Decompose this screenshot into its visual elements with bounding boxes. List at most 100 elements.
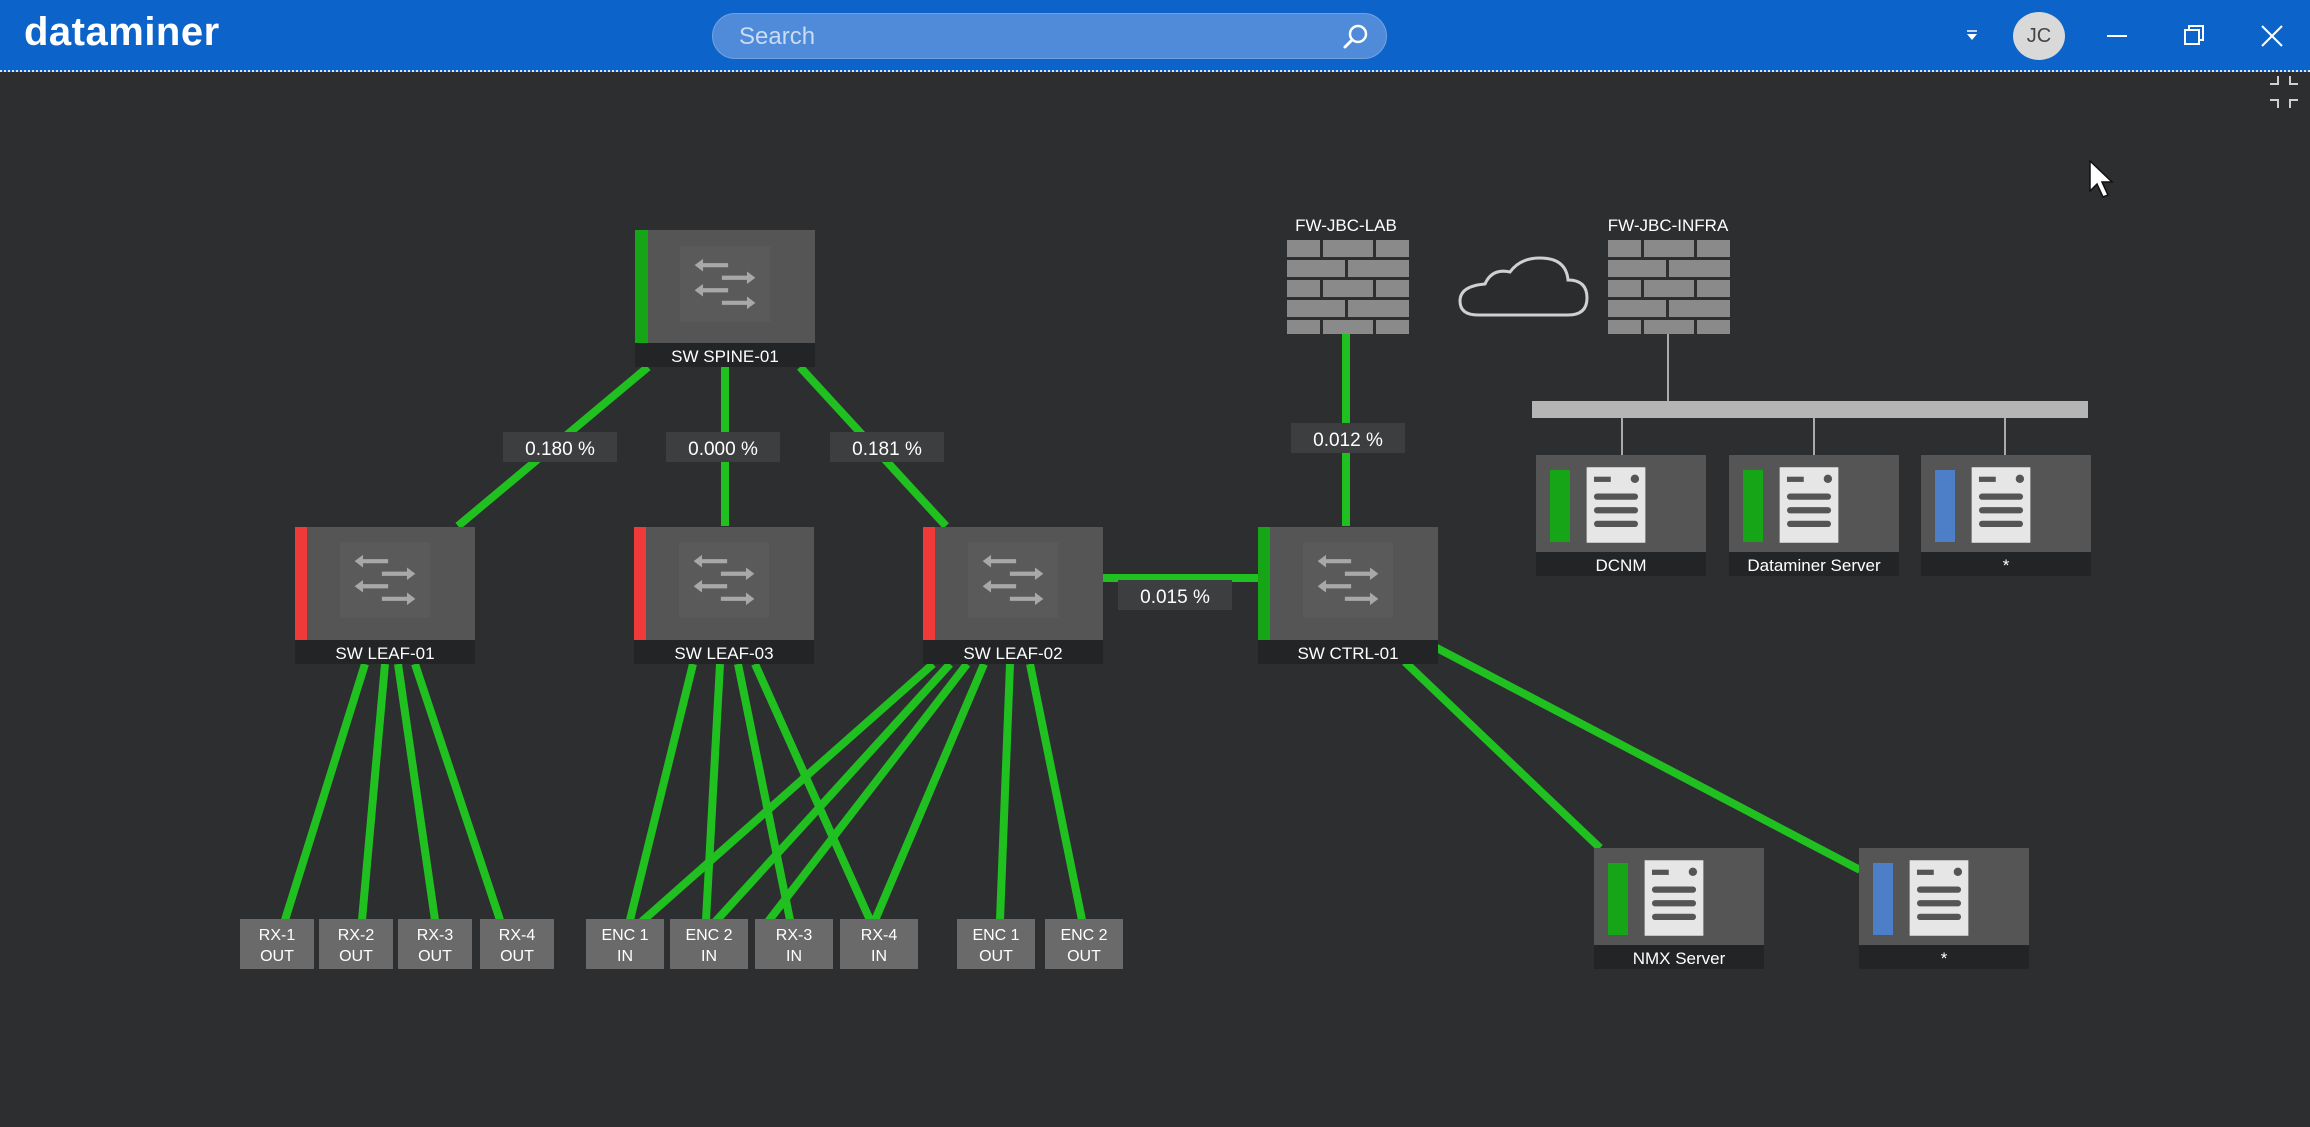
- firewall-fw-jbc-infra[interactable]: FW-JBC-INFRA: [1608, 216, 1730, 334]
- svg-text:IN: IN: [871, 948, 887, 965]
- svg-text:SW CTRL-01: SW CTRL-01: [1297, 644, 1398, 663]
- endpoint-enc-1-in[interactable]: ENC 1 IN: [586, 919, 664, 969]
- svg-text:0.012 %: 0.012 %: [1313, 430, 1383, 451]
- avatar[interactable]: JC: [2013, 12, 2065, 60]
- svg-text:SW SPINE-01: SW SPINE-01: [671, 347, 779, 366]
- network-switch-icon: [340, 542, 430, 618]
- server-star-2[interactable]: *: [1859, 848, 2029, 969]
- svg-text:DCNM: DCNM: [1596, 556, 1647, 575]
- svg-text:FW-JBC-LAB: FW-JBC-LAB: [1295, 216, 1397, 235]
- endpoint-rx-1-out[interactable]: RX-1 OUT: [240, 919, 314, 969]
- svg-text:SW LEAF-02: SW LEAF-02: [963, 644, 1062, 663]
- server-icon: [1580, 462, 1652, 548]
- link-label-leaf02-ctrl01: 0.015 %: [1118, 580, 1232, 610]
- svg-text:RX-4: RX-4: [861, 927, 898, 944]
- app-logo: dataminer: [24, 10, 220, 54]
- status-indicator: [635, 230, 648, 348]
- svg-text:OUT: OUT: [979, 948, 1013, 965]
- link-label-spine-leaf01: 0.180 %: [503, 432, 617, 462]
- server-dcnm[interactable]: DCNM: [1536, 455, 1706, 576]
- svg-text:RX-3: RX-3: [776, 927, 813, 944]
- link-label-fwlab-ctrl01: 0.012 %: [1291, 423, 1405, 453]
- svg-text:SW LEAF-03: SW LEAF-03: [674, 644, 773, 663]
- infra-bus: [1532, 326, 2088, 455]
- server-star-1[interactable]: *: [1921, 455, 2091, 576]
- firewall-fw-jbc-lab[interactable]: FW-JBC-LAB: [1287, 216, 1409, 334]
- endpoint-rx-4-in[interactable]: RX-4 IN: [840, 919, 918, 969]
- cloud-icon: [1458, 256, 1589, 317]
- svg-text:OUT: OUT: [260, 948, 294, 965]
- link-label-spine-leaf03: 0.000 %: [666, 432, 780, 462]
- endpoint-rx-4-out[interactable]: RX-4 OUT: [480, 919, 554, 969]
- endpoint-enc-1-out[interactable]: ENC 1 OUT: [957, 919, 1035, 969]
- status-indicator: [1873, 863, 1893, 935]
- status-indicator: [1608, 863, 1628, 935]
- svg-text:RX-2: RX-2: [338, 927, 375, 944]
- svg-text:RX-4: RX-4: [499, 927, 536, 944]
- endpoint-enc-2-in[interactable]: ENC 2 IN: [670, 919, 748, 969]
- switch-leaf-03[interactable]: SW LEAF-03: [634, 527, 814, 664]
- svg-text:OUT: OUT: [418, 948, 452, 965]
- svg-text:RX-3: RX-3: [417, 927, 454, 944]
- chevron-down-icon[interactable]: [1950, 14, 1994, 58]
- network-switch-icon: [1303, 542, 1393, 618]
- switch-leaf-01[interactable]: SW LEAF-01: [295, 527, 475, 664]
- topology-diagram: 0.180 % 0.000 % 0.181 % 0.015 % 0.012 % …: [240, 76, 2298, 969]
- svg-text:IN: IN: [701, 948, 717, 965]
- svg-text:OUT: OUT: [339, 948, 373, 965]
- title-bar: dataminer JC: [0, 0, 2310, 72]
- status-indicator: [295, 527, 307, 645]
- server-dataminer[interactable]: Dataminer Server: [1729, 455, 1899, 576]
- search-box[interactable]: [712, 13, 1387, 59]
- svg-text:ENC 2: ENC 2: [685, 927, 732, 944]
- endpoint-rx-3-out[interactable]: RX-3 OUT: [398, 919, 472, 969]
- close-icon[interactable]: [2250, 14, 2294, 58]
- network-switch-icon: [679, 542, 769, 618]
- svg-text:ENC 1: ENC 1: [972, 927, 1019, 944]
- endpoint-enc-2-out[interactable]: ENC 2 OUT: [1045, 919, 1123, 969]
- switch-leaf-02[interactable]: SW LEAF-02: [923, 527, 1103, 664]
- switch-spine-01[interactable]: SW SPINE-01: [635, 230, 815, 367]
- status-indicator: [1935, 470, 1955, 542]
- svg-text:IN: IN: [786, 948, 802, 965]
- minimize-icon[interactable]: [2095, 14, 2139, 58]
- svg-text:0.000 %: 0.000 %: [688, 439, 758, 460]
- server-icon: [1903, 855, 1975, 941]
- svg-text:FW-JBC-INFRA: FW-JBC-INFRA: [1608, 216, 1729, 235]
- status-indicator: [634, 527, 646, 645]
- server-icon: [1773, 462, 1845, 548]
- firewall-icon: [1287, 240, 1409, 334]
- firewall-icon: [1608, 240, 1730, 334]
- link-label-spine-leaf02: 0.181 %: [830, 432, 944, 462]
- network-switch-icon: [680, 246, 770, 322]
- svg-text:IN: IN: [617, 948, 633, 965]
- svg-text:OUT: OUT: [1067, 948, 1101, 965]
- svg-text:RX-1: RX-1: [259, 927, 296, 944]
- search-icon[interactable]: [1341, 22, 1371, 52]
- svg-text:OUT: OUT: [500, 948, 534, 965]
- switch-ctrl-01[interactable]: SW CTRL-01: [1258, 527, 1438, 664]
- restore-icon[interactable]: [2172, 14, 2216, 58]
- server-nmx[interactable]: NMX Server: [1594, 848, 1764, 969]
- svg-text:NMX Server: NMX Server: [1633, 949, 1726, 968]
- svg-text:*: *: [1941, 949, 1948, 968]
- status-indicator: [923, 527, 935, 645]
- endpoint-rx-2-out[interactable]: RX-2 OUT: [319, 919, 393, 969]
- endpoint-rx-3-in[interactable]: RX-3 IN: [755, 919, 833, 969]
- svg-text:0.180 %: 0.180 %: [525, 439, 595, 460]
- svg-text:ENC 1: ENC 1: [601, 927, 648, 944]
- svg-text:Dataminer Server: Dataminer Server: [1747, 556, 1881, 575]
- server-icon: [1965, 462, 2037, 548]
- status-indicator: [1743, 470, 1763, 542]
- collapse-fullscreen-icon[interactable]: [2270, 76, 2298, 108]
- network-switch-icon: [968, 542, 1058, 618]
- mouse-cursor-icon: [2089, 159, 2114, 198]
- svg-text:0.015 %: 0.015 %: [1140, 587, 1210, 608]
- svg-text:SW LEAF-01: SW LEAF-01: [335, 644, 434, 663]
- links: [281, 326, 1862, 935]
- svg-text:0.181 %: 0.181 %: [852, 439, 922, 460]
- svg-text:ENC 2: ENC 2: [1060, 927, 1107, 944]
- search-input[interactable]: [737, 22, 1301, 52]
- server-icon: [1638, 855, 1710, 941]
- svg-text:*: *: [2003, 556, 2010, 575]
